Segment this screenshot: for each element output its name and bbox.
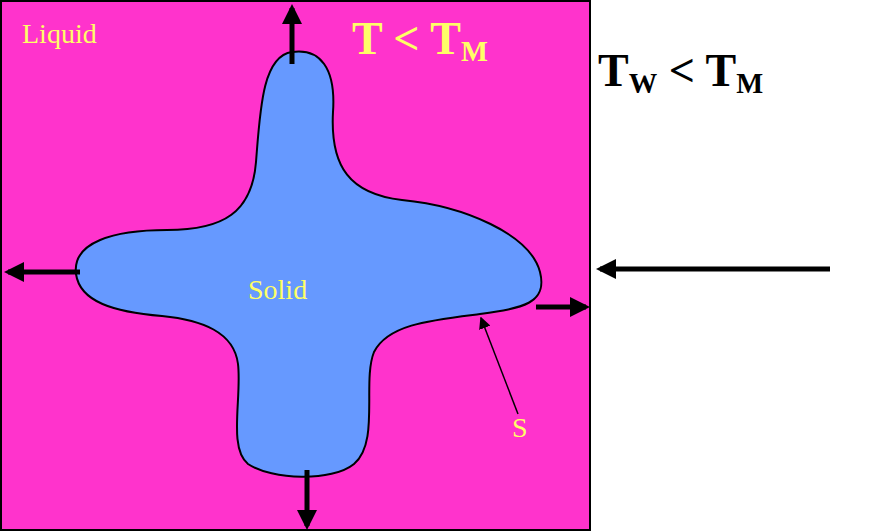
label-text: S xyxy=(512,412,528,443)
label-text: < T xyxy=(669,45,737,96)
solid-blob xyxy=(76,52,542,477)
solid-blob-illustration xyxy=(2,2,593,531)
leader-line xyxy=(481,318,518,414)
subscript: M xyxy=(736,68,763,99)
region-label: Liquid xyxy=(22,18,97,50)
subscript: W xyxy=(629,68,658,99)
region-label: Solid xyxy=(248,274,312,306)
label-text: T xyxy=(598,45,629,96)
growth-arrow xyxy=(305,470,310,526)
growth-arrow xyxy=(8,270,80,275)
growth-arrow xyxy=(290,8,295,64)
interface-label: S xyxy=(512,412,528,444)
growth-arrow xyxy=(536,305,586,310)
solid-region: Solid xyxy=(248,274,312,308)
label-text: T < T xyxy=(352,13,461,64)
subscript: M xyxy=(461,36,488,67)
temperature-condition: T < TM xyxy=(352,12,488,68)
wall-arrow xyxy=(600,267,830,272)
wall-temperature: TW < TM xyxy=(598,44,763,100)
liquid-region: LiquidSolid xyxy=(0,0,591,531)
